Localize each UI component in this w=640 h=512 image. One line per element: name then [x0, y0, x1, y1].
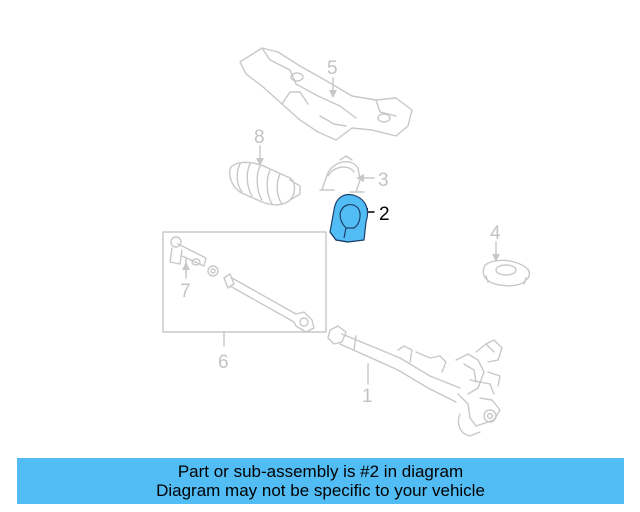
- arrowhead-3: [356, 174, 364, 182]
- group-6-box: [162, 231, 327, 333]
- inner-tie-rod: [223, 273, 315, 333]
- callout-6: 6: [218, 352, 229, 373]
- callout-4: 4: [490, 223, 501, 244]
- banner-line-disclaimer: Diagram may not be specific to your vehi…: [156, 481, 485, 500]
- bushing-part-2: [329, 193, 369, 243]
- callout-3: 3: [378, 170, 389, 191]
- nut: [191, 258, 219, 277]
- info-banner: Part or sub-assembly is #2 in diagram Di…: [17, 458, 624, 504]
- callout-2: 2: [379, 204, 390, 225]
- callout-1: 1: [362, 386, 373, 407]
- steering-rack-part-1: [327, 325, 503, 437]
- banner-line-part: Part or sub-assembly is #2 in diagram: [177, 462, 464, 481]
- arrowhead-8: [256, 158, 264, 166]
- crossmember-part-5: [239, 47, 413, 141]
- callout-7: 7: [180, 281, 191, 302]
- arrowhead-4: [492, 254, 500, 262]
- boot-part-8: [228, 161, 301, 206]
- arrowhead-7: [182, 262, 190, 270]
- callout-5: 5: [327, 58, 338, 79]
- arrowhead-5: [329, 90, 337, 98]
- mount-part-4: [482, 259, 531, 287]
- clamp-part-3: [319, 155, 365, 193]
- callout-8: 8: [254, 127, 265, 148]
